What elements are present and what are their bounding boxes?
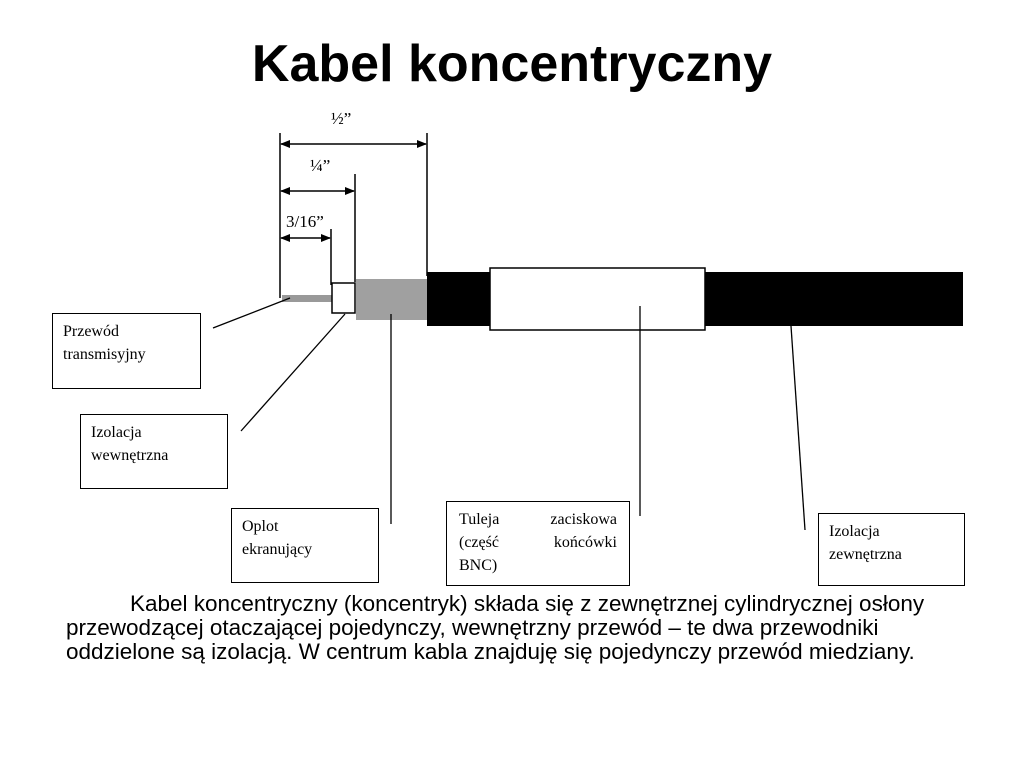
callout-outer-insulation: Izolacja zewnętrzna	[818, 513, 965, 586]
inner-insulation-segment	[331, 282, 356, 314]
callout-line: ekranujący	[242, 541, 313, 558]
callout-line: BNC)	[459, 557, 498, 574]
center-wire	[282, 295, 332, 302]
crimp-sleeve	[489, 267, 706, 331]
callout-line: Oplot	[242, 518, 279, 535]
callout-line: Izolacja	[829, 523, 880, 540]
leader-inner-insulation	[240, 313, 346, 432]
leader-outer-insulation	[790, 325, 806, 531]
callout-line: Tuleja zaciskowa	[459, 511, 617, 528]
callout-line: zewnętrzna	[829, 546, 902, 563]
callout-shield-braid: Oplot ekranujący	[231, 508, 379, 583]
callout-transmission-wire: Przewód transmisyjny	[52, 313, 201, 389]
callout-line: wewnętrzna	[91, 447, 169, 464]
dim-label-half: ½”	[331, 109, 352, 128]
callout-inner-insulation: Izolacja wewnętrzna	[80, 414, 228, 489]
callout-crimp-sleeve: Tuleja zaciskowa (część końcówki BNC)	[446, 501, 630, 586]
callout-line: Izolacja	[91, 424, 142, 441]
callout-line: (część końcówki	[459, 534, 617, 551]
callout-line: transmisyjny	[63, 346, 146, 363]
dim-label-quarter: ¼”	[310, 156, 331, 175]
callout-line: Przewód	[63, 323, 119, 340]
dim-label-3-16: 3/16”	[286, 212, 324, 231]
page-title: Kabel koncentryczny	[251, 35, 773, 93]
shield-braid-segment	[356, 279, 427, 320]
leader-transmission-wire	[212, 297, 291, 329]
caption-paragraph: Kabel koncentryczny (koncentryk) składa …	[66, 591, 925, 664]
